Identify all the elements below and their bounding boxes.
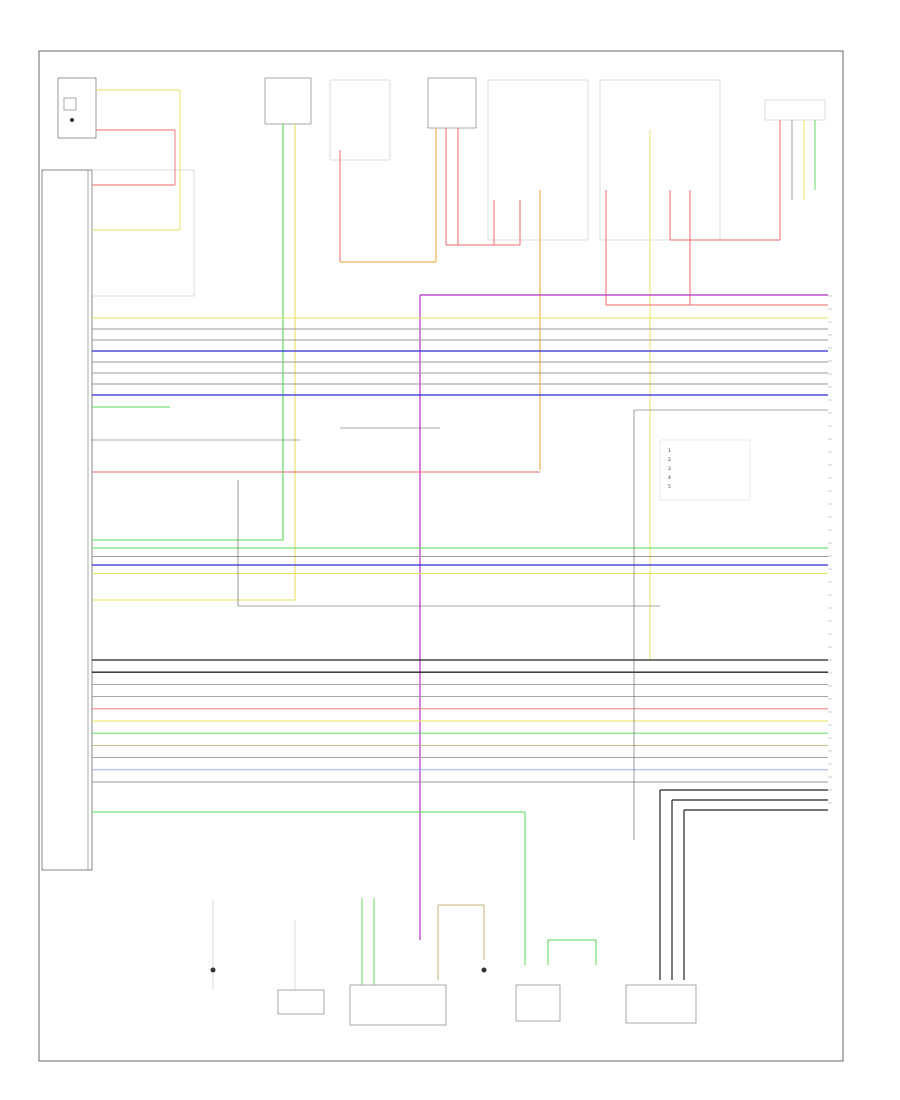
bus-group-a <box>92 317 828 396</box>
bus-group-c <box>92 659 828 783</box>
bottom-module-5 <box>515 984 561 1022</box>
diagram-frame <box>38 50 844 1062</box>
top-left-switch <box>57 77 97 139</box>
top-connector-3 <box>427 77 477 129</box>
top-connector-2 <box>329 79 391 161</box>
right-terminal-ticks <box>828 295 832 804</box>
legend-entry: 1 <box>668 448 671 454</box>
bus-group-b <box>92 547 828 574</box>
bottom-module-4 <box>437 904 487 980</box>
legend-box: 1 2 3 4 5 <box>659 439 751 501</box>
legend-entry: 5 <box>668 484 671 490</box>
top-connector-5 <box>599 79 721 241</box>
top-right-connector <box>764 99 826 121</box>
top-connector-4 <box>487 79 589 241</box>
legend-entry: 2 <box>668 457 671 463</box>
top-connector-1 <box>264 77 312 125</box>
bottom-module-1 <box>210 900 216 990</box>
bottom-module-2 <box>277 920 325 1015</box>
legend-entry: 4 <box>668 475 671 481</box>
bottom-module-6 <box>625 984 697 1024</box>
control-unit-strip <box>41 169 93 871</box>
bottom-module-3 <box>349 898 447 1026</box>
legend-entry: 3 <box>668 466 671 472</box>
